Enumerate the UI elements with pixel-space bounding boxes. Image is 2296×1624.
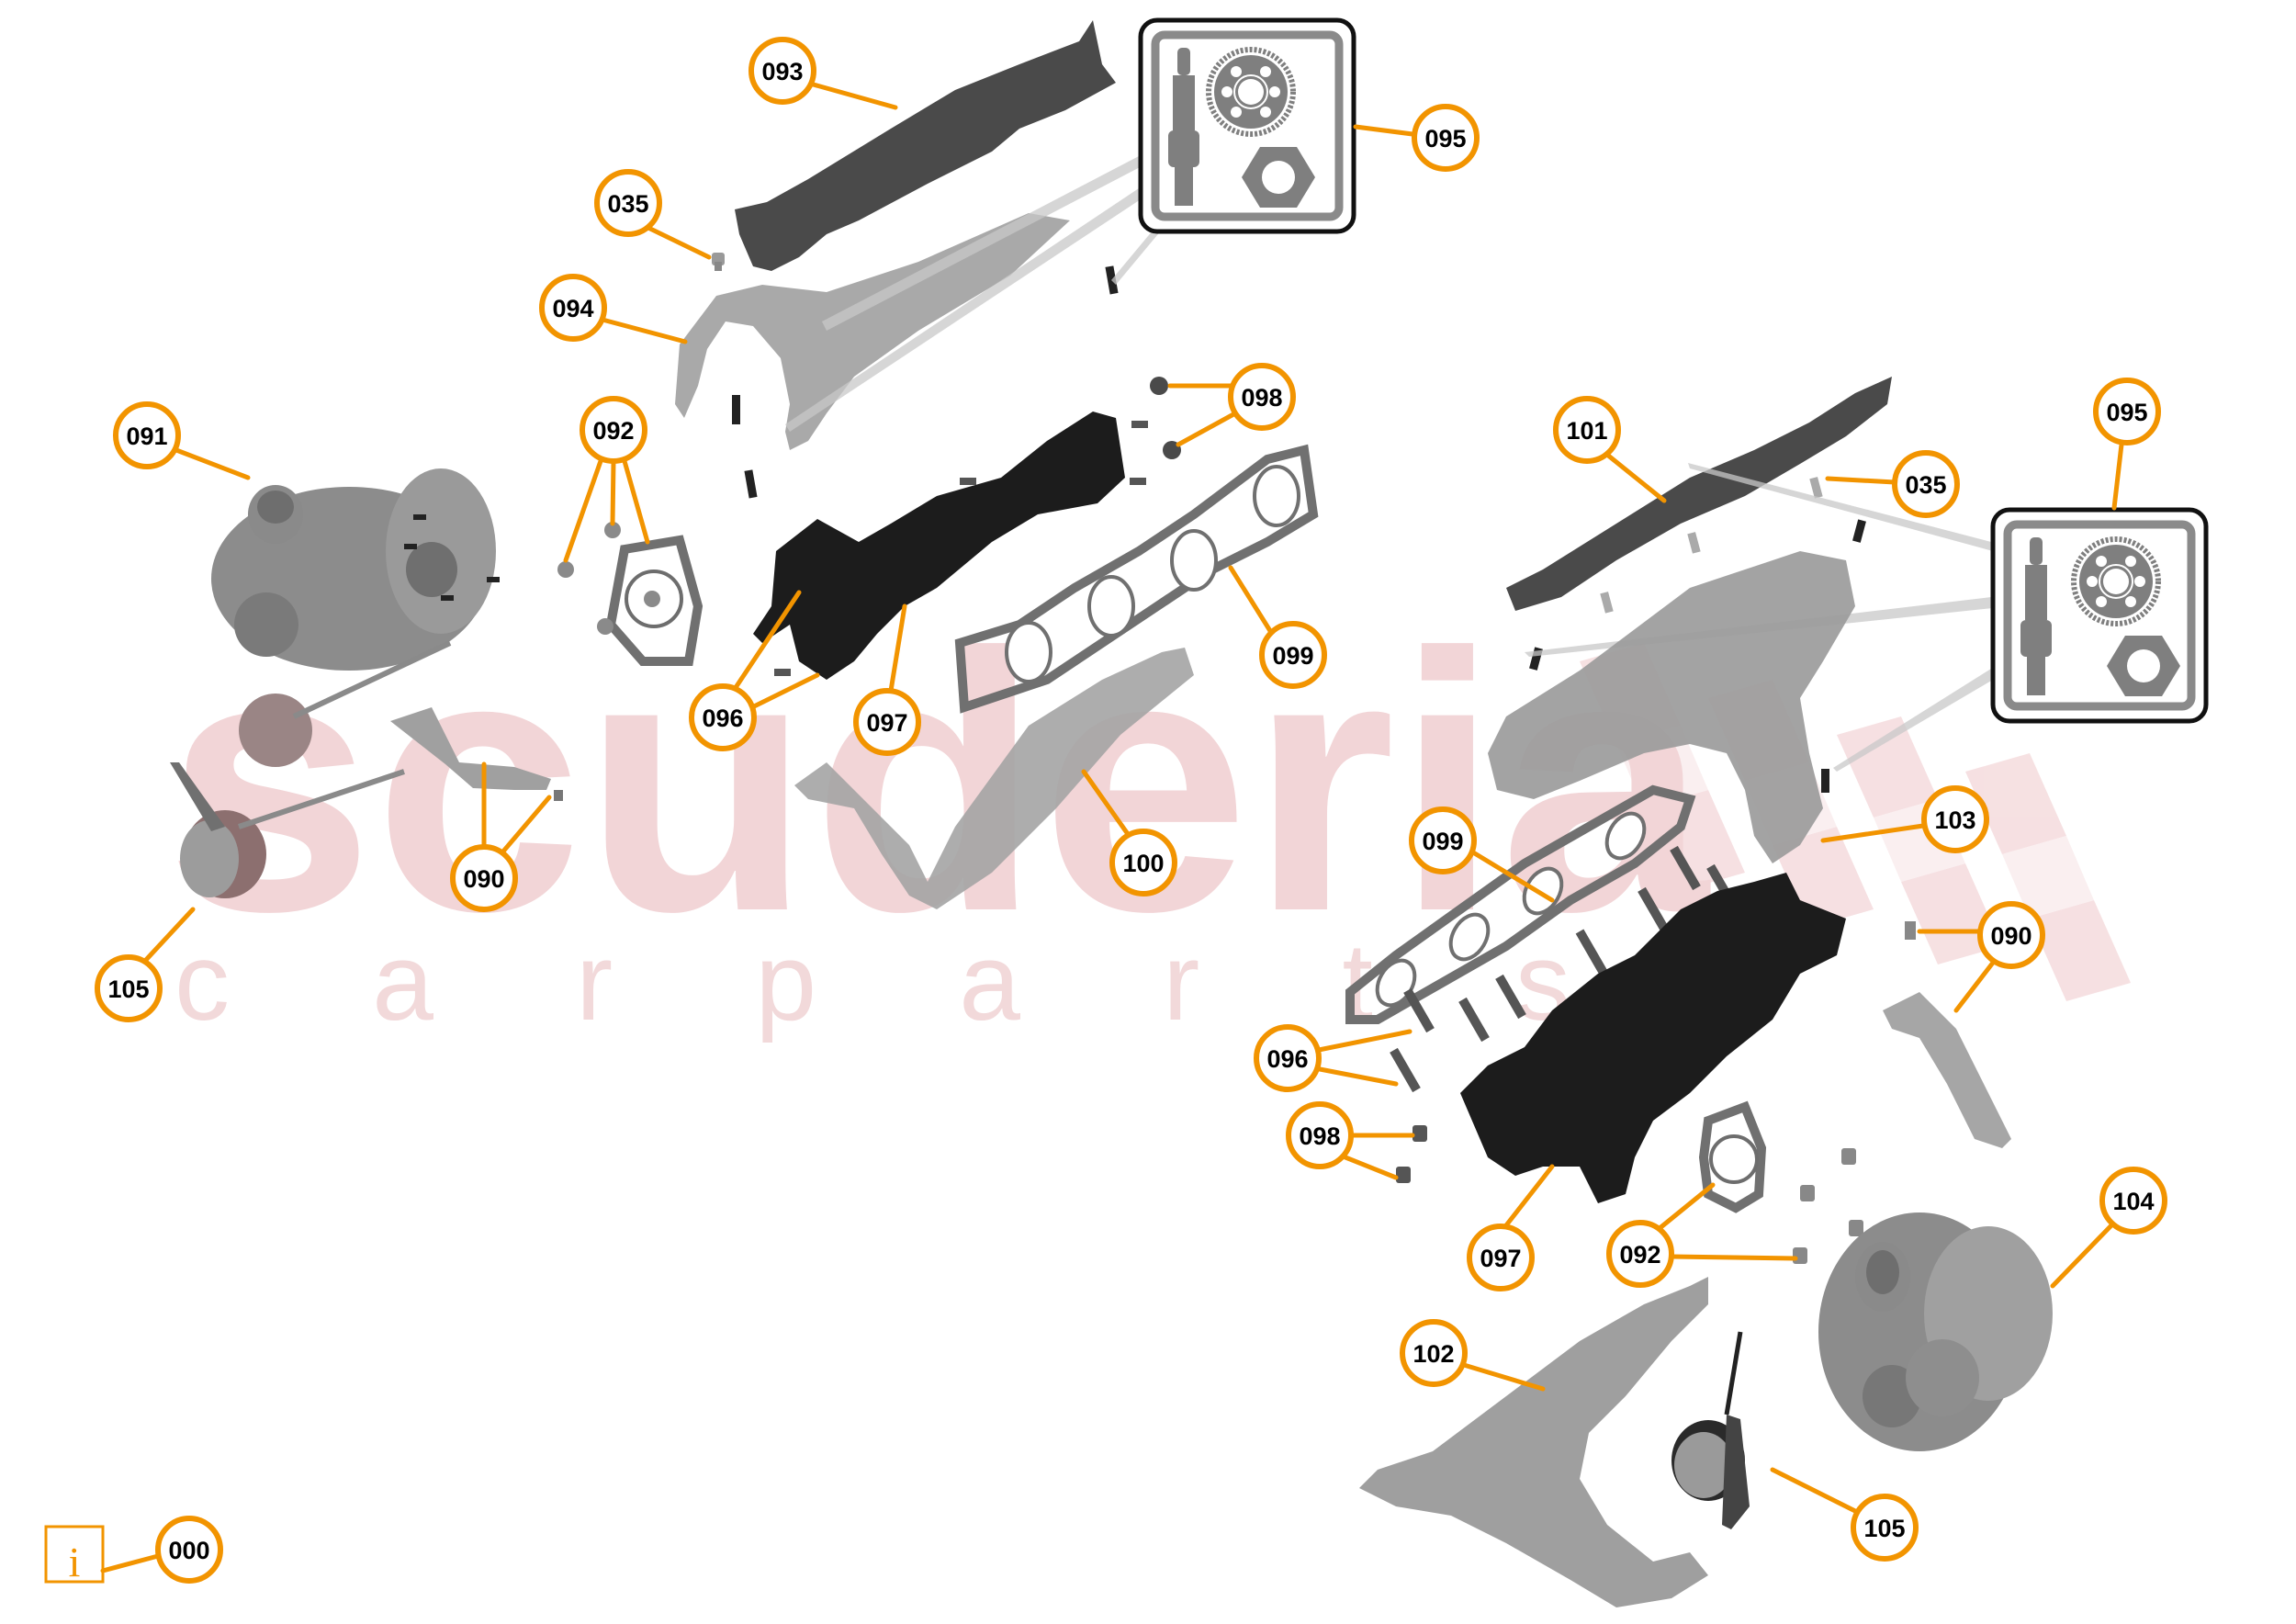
callout-092[interactable]: 092 (580, 396, 647, 464)
callout-095[interactable]: 095 (2093, 378, 2161, 445)
callout-101[interactable]: 101 (1553, 396, 1621, 464)
part-096-studs[interactable] (1390, 845, 1738, 1093)
callout-label: 090 (463, 865, 504, 893)
kit-beam (1688, 463, 1993, 551)
callout-096[interactable]: 096 (1254, 1024, 1322, 1092)
callout-102[interactable]: 102 (1400, 1319, 1468, 1387)
part-097-exhaust-manifold[interactable] (753, 412, 1148, 680)
callout-label: 095 (2106, 399, 2147, 426)
callout-label: 093 (761, 58, 803, 85)
info-box-frame (44, 1525, 105, 1584)
callout-label: 092 (592, 417, 634, 445)
callout-label: 035 (1905, 471, 1946, 499)
callout-label: 094 (552, 295, 593, 322)
callout-label: 097 (1480, 1245, 1521, 1272)
callout-000[interactable]: 000 (155, 1516, 223, 1584)
part-104-turbocharger[interactable] (1818, 1212, 2053, 1451)
callout-094[interactable]: 094 (539, 274, 607, 342)
part-099-gasket[interactable] (1345, 784, 1696, 1024)
part-035-bolt[interactable] (712, 253, 725, 271)
callout-label: 101 (1566, 417, 1607, 445)
callout-label: 098 (1241, 384, 1282, 412)
callout-099[interactable]: 099 (1259, 621, 1327, 689)
part-094-heat-shield[interactable] (675, 213, 1070, 450)
callout-label: 091 (126, 423, 167, 450)
part-097-exhaust-manifold[interactable] (1460, 873, 1846, 1203)
callout-099[interactable]: 099 (1409, 806, 1477, 874)
callout-label: 035 (607, 190, 648, 218)
callout-label: 100 (1122, 850, 1164, 877)
info-button[interactable]: i (44, 1525, 105, 1585)
callout-092[interactable]: 092 (1606, 1220, 1674, 1288)
callout-label: 096 (702, 705, 743, 732)
kit-beam (785, 188, 1143, 432)
callout-100[interactable]: 100 (1109, 829, 1177, 897)
callout-label: 105 (1863, 1515, 1905, 1542)
callout-091[interactable]: 091 (113, 401, 181, 469)
part-bolt[interactable] (1821, 769, 1829, 793)
callout-label: 000 (168, 1537, 209, 1564)
part-103-heat-shield[interactable] (1488, 551, 1855, 863)
callout-105[interactable]: 105 (95, 954, 163, 1022)
part-105-wastegate-actuator[interactable] (170, 640, 452, 898)
part-090-bracket[interactable] (390, 707, 563, 801)
part-095-hardware-kit[interactable] (1138, 17, 1356, 234)
callout-label: 102 (1412, 1340, 1454, 1368)
callout-090[interactable]: 090 (1977, 901, 2045, 969)
kit-beam (822, 156, 1143, 331)
part-100-heat-shield[interactable] (794, 648, 1194, 909)
callout-097[interactable]: 097 (1467, 1224, 1535, 1291)
callout-095[interactable]: 095 (1412, 104, 1480, 172)
part-102-heat-shield[interactable] (1359, 1277, 1708, 1607)
leader-lines (100, 81, 2124, 1573)
callout-label: 092 (1619, 1241, 1660, 1269)
callouts: 093 095 035 094 091 092 098 101 095 035 … (95, 37, 2167, 1584)
part-101-heat-shield[interactable] (1506, 377, 1892, 611)
callout-label: 103 (1934, 806, 1975, 834)
kit-beam (1111, 225, 1162, 285)
part-095-hardware-kit[interactable] (1990, 507, 2209, 724)
callout-035[interactable]: 035 (1892, 450, 1960, 518)
callout-105[interactable]: 105 (1851, 1494, 1919, 1562)
part-bolt[interactable] (732, 395, 740, 424)
callout-label: 099 (1272, 642, 1313, 670)
part-093-heat-shield[interactable] (735, 20, 1116, 271)
callout-098[interactable]: 098 (1228, 363, 1296, 431)
callout-098[interactable]: 098 (1286, 1101, 1354, 1169)
callout-label: 098 (1299, 1122, 1340, 1150)
callout-093[interactable]: 093 (748, 37, 816, 105)
part-091-turbocharger[interactable] (211, 468, 500, 671)
part-099-gasket[interactable] (954, 444, 1319, 714)
info-icon: i (69, 1539, 81, 1585)
callout-103[interactable]: 103 (1921, 785, 1989, 853)
callout-label: 105 (107, 976, 149, 1003)
part-092-gasket[interactable] (557, 522, 703, 666)
callout-label: 095 (1424, 125, 1466, 152)
callout-097[interactable]: 097 (853, 688, 921, 756)
part-035-bolt[interactable] (1600, 477, 1823, 614)
part-bolt[interactable] (744, 469, 758, 499)
part-105-wastegate-actuator[interactable] (1671, 1331, 1750, 1529)
watermark: scuderia c a r p a r t s (165, 577, 2131, 1043)
callout-label: 096 (1266, 1045, 1308, 1073)
part-098-nuts[interactable] (1396, 1125, 1427, 1183)
part-092-gasket[interactable] (1698, 1100, 1863, 1264)
callout-104[interactable]: 104 (2099, 1167, 2167, 1235)
kit-beam (1833, 669, 1993, 772)
callout-label: 099 (1422, 828, 1463, 855)
part-090-bracket[interactable] (1883, 921, 2011, 1148)
callout-090[interactable]: 090 (450, 844, 518, 912)
callout-label: 090 (1990, 922, 2032, 950)
part-098-nuts[interactable] (1150, 377, 1181, 459)
parts-layer (170, 17, 2209, 1607)
callout-label: 104 (2112, 1188, 2154, 1215)
part-bolt[interactable] (1852, 519, 1866, 543)
callout-label: 097 (866, 709, 907, 737)
callout-096[interactable]: 096 (689, 683, 757, 751)
callout-035[interactable]: 035 (594, 169, 662, 237)
